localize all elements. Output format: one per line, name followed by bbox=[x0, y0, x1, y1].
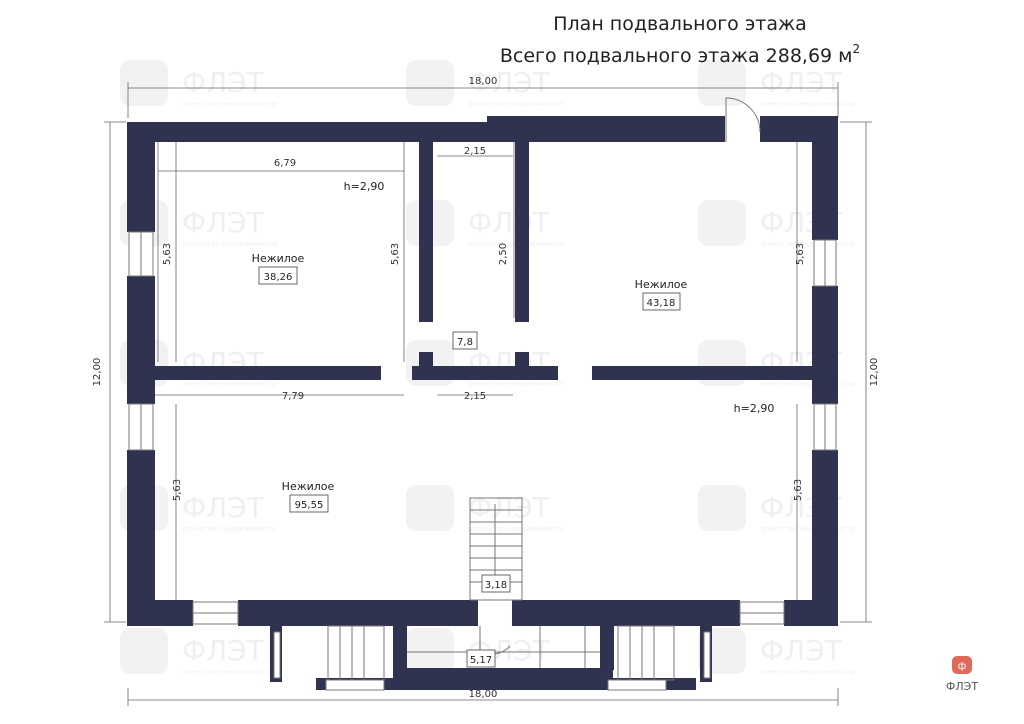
room3-name: Нежилое bbox=[282, 480, 335, 493]
brand-logo-icon bbox=[952, 656, 972, 674]
watermark-logo: ФЛЭТ агентство недвижимости bbox=[698, 628, 855, 676]
watermark-logo: ФЛЭТ агентство недвижимости bbox=[120, 628, 277, 676]
brand-logo-text: ФЛЭТ bbox=[946, 680, 978, 693]
watermark-logo: ФЛЭТ агентство недвижимости bbox=[406, 485, 563, 533]
watermark-layer: ФЛЭТ агентство недвижимости ФЛЭТ агентст… bbox=[120, 60, 855, 676]
dim-corridor-width: 2,15 bbox=[464, 146, 486, 157]
watermark-logo: ФЛЭТ агентство недвижимости bbox=[406, 60, 563, 108]
walls bbox=[127, 116, 838, 690]
watermark-tagline: агентство недвижимости bbox=[468, 380, 563, 388]
dim-room3-height-right: 5,63 bbox=[793, 479, 804, 501]
watermark-text: ФЛЭТ bbox=[182, 206, 265, 239]
watermark-tagline: агентство недвижимости bbox=[760, 668, 855, 676]
room1-area: 38,26 bbox=[264, 272, 293, 283]
dim-room2-height: 5,63 bbox=[795, 243, 806, 265]
watermark-tagline: агентство недвижимости bbox=[760, 100, 855, 108]
dimension-labels: 18,00 18,00 12,00 12,00 6,79 5,63 5,63 2… bbox=[92, 76, 880, 700]
watermark-tagline: агентство недвижимости bbox=[468, 525, 563, 533]
dim-room1-height-left: 5,63 bbox=[162, 243, 173, 265]
dim-overall-width-top: 18,00 bbox=[469, 76, 498, 87]
brand-logo: ф ФЛЭТ bbox=[946, 656, 978, 693]
room3-area: 95,55 bbox=[295, 500, 324, 511]
dim-overall-width-bottom: 18,00 bbox=[469, 689, 498, 700]
stair-area: 3,18 bbox=[485, 580, 507, 591]
watermark-tagline: агентство недвижимости bbox=[760, 380, 855, 388]
watermark-tagline: агентство недвижимости bbox=[468, 100, 563, 108]
watermark-logo: ФЛЭТ агентство недвижимости bbox=[698, 60, 855, 108]
room3-ceiling-height: h=2,90 bbox=[734, 402, 775, 415]
windows bbox=[128, 231, 837, 691]
watermark-tagline: агентство недвижимости bbox=[182, 668, 277, 676]
dimension-lines bbox=[104, 82, 872, 706]
dim-corridor-height: 2,50 bbox=[498, 243, 509, 265]
watermark-text: ФЛЭТ bbox=[182, 634, 265, 667]
plan-total-area-unit-sup: 2 bbox=[853, 42, 861, 56]
watermark-text: ФЛЭТ bbox=[760, 66, 843, 99]
corridor-area: 7,8 bbox=[457, 337, 473, 348]
watermark-tagline: агентство недвижимости bbox=[760, 525, 855, 533]
watermark-tagline: агентство недвижимости bbox=[760, 240, 855, 248]
watermark-text: ФЛЭТ bbox=[760, 634, 843, 667]
watermark-text: ФЛЭТ bbox=[468, 206, 551, 239]
room2-area: 43,18 bbox=[647, 298, 676, 309]
watermark-text: ФЛЭТ bbox=[182, 491, 265, 524]
window-wells bbox=[327, 625, 675, 681]
plan-total-area: Всего подвального этажа 288,69 м2 bbox=[500, 42, 860, 67]
dim-room1-width: 6,79 bbox=[274, 158, 296, 169]
svg-text:ф: ф bbox=[958, 661, 967, 672]
entrance-area: 5,17 bbox=[470, 655, 492, 666]
watermark-tagline: агентство недвижимости bbox=[182, 240, 277, 248]
dim-lower-width: 7,79 bbox=[282, 391, 304, 402]
room2-name: Нежилое bbox=[635, 278, 688, 291]
plan-total-area-text: Всего подвального этажа 288,69 м bbox=[500, 45, 853, 67]
watermark-tagline: агентство недвижимости bbox=[182, 380, 277, 388]
dim-room1-height-right: 5,63 bbox=[390, 243, 401, 265]
dim-overall-height-right: 12,00 bbox=[869, 358, 880, 387]
dim-overall-height-left: 12,00 bbox=[92, 358, 103, 387]
watermark-tagline: агентство недвижимости bbox=[182, 525, 277, 533]
watermark-text: ФЛЭТ bbox=[468, 66, 551, 99]
watermark-tagline: агентство недвижимости bbox=[182, 100, 277, 108]
plan-title: План подвального этажа bbox=[553, 13, 807, 35]
watermark-text: ФЛЭТ bbox=[468, 491, 551, 524]
room1-name: Нежилое bbox=[252, 252, 305, 265]
watermark-logo: ФЛЭТ агентство недвижимости bbox=[120, 60, 277, 108]
dim-lower-corridor-width: 2,15 bbox=[464, 391, 486, 402]
dim-room3-height-left: 5,63 bbox=[172, 479, 183, 501]
watermark-text: ФЛЭТ bbox=[182, 66, 265, 99]
room-labels: h=2,90 Нежилое 38,26 Нежилое 43,18 7,8 h… bbox=[252, 180, 775, 668]
room1-ceiling-height: h=2,90 bbox=[344, 180, 385, 193]
